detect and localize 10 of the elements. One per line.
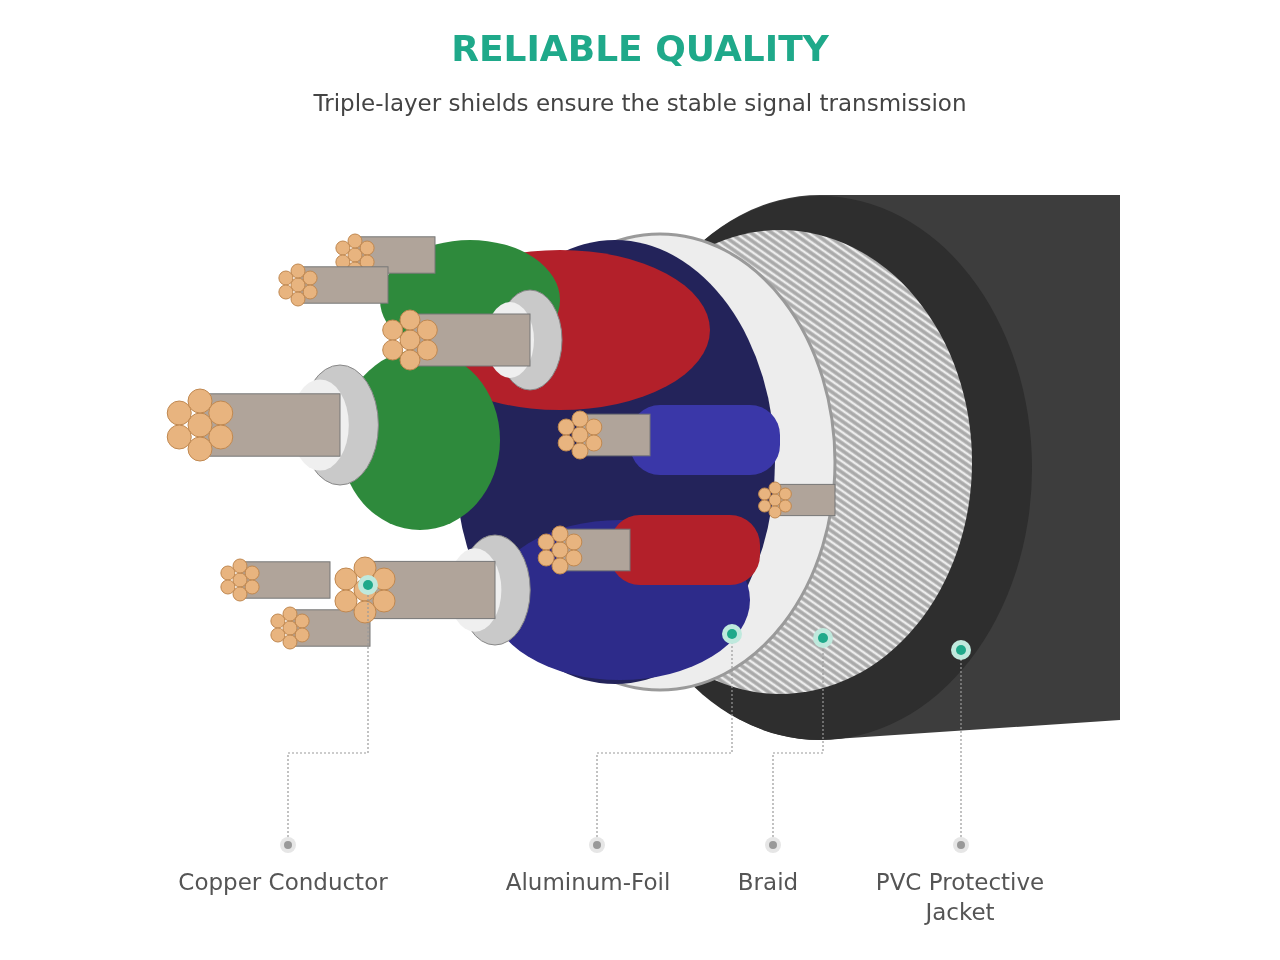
leader-line xyxy=(280,575,378,853)
leader-line xyxy=(765,628,833,853)
leader-line xyxy=(589,624,742,853)
part-label: PVC Protective Jacket xyxy=(860,867,1060,927)
part-label: Braid xyxy=(718,867,818,897)
part-label: Copper Conductor xyxy=(153,867,413,897)
leader-line xyxy=(951,640,971,853)
subtitle: Triple-layer shields ensure the stable signal transmission xyxy=(313,90,967,116)
title: RELIABLE QUALITY xyxy=(451,28,829,69)
part-label: Aluminum-Foil xyxy=(488,867,688,897)
